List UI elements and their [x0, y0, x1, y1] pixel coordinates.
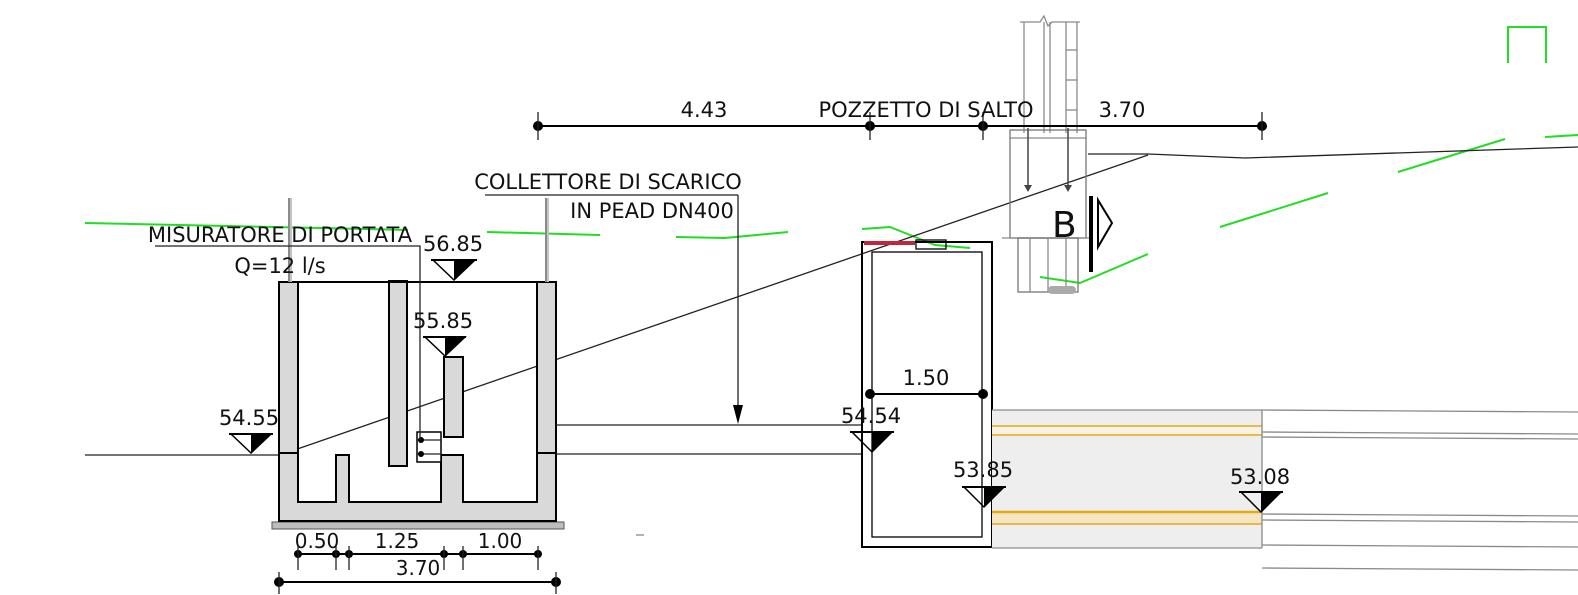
flow-meter-chamber — [271, 198, 565, 530]
elevation-54-54: 54.54 — [841, 404, 901, 428]
elevation-marker-55-85: 55.85 — [413, 309, 473, 358]
embankment-lines — [85, 146, 1578, 456]
elevation-marker-54-54: 54.54 — [841, 404, 901, 454]
flow-meter-label: MISURATORE DI PORTATA — [148, 223, 413, 247]
terrain-lines — [84, 26, 1578, 285]
drop-chamber-label: POZZETTO DI SALTO — [818, 98, 1033, 122]
elevation-marker-54-55: 54.55 — [219, 406, 279, 455]
dim-3-70-bottom: 3.70 — [396, 556, 441, 580]
chamber-width-dimension: 1.50 — [865, 366, 988, 399]
elevation-55-85: 55.85 — [413, 309, 473, 333]
elevation-marker-53-08: 53.08 — [1230, 465, 1290, 514]
dim-3-70-top: 3.70 — [1099, 98, 1146, 122]
bottom-dimensions: 0.50 1.25 1.00 3.70 — [274, 529, 561, 594]
dim-1-00: 1.00 — [478, 529, 523, 553]
collector-label-line2: IN PEAD DN400 — [570, 199, 734, 223]
elevation-53-85: 53.85 — [953, 458, 1013, 482]
elevation-54-55: 54.55 — [219, 406, 279, 430]
flow-rate-label: Q=12 l/s — [234, 254, 325, 278]
label-leaders — [155, 194, 743, 440]
elevation-56-85: 56.85 — [423, 232, 483, 256]
section-mark-b: B — [1052, 196, 1114, 272]
connecting-pipe — [556, 424, 862, 455]
dim-1-25: 1.25 — [375, 529, 420, 553]
dim-1-50: 1.50 — [903, 366, 950, 390]
collector-label-line1: COLLETTORE DI SCARICO — [474, 170, 742, 194]
section-mark-letter: B — [1052, 205, 1077, 246]
elevation-marker-56-85: 56.85 — [423, 232, 483, 282]
elevation-markers: 56.85 55.85 54.55 54.54 53.85 — [219, 232, 1290, 514]
elevation-marker-53-85: 53.85 — [953, 458, 1013, 509]
elevation-53-08: 53.08 — [1230, 465, 1290, 489]
dim-0-50: 0.50 — [295, 529, 340, 553]
top-dimension: 4.43 3.70 POZZETTO DI SALTO — [533, 98, 1267, 140]
outlet-pipe — [992, 409, 1578, 571]
text-labels: MISURATORE DI PORTATA Q=12 l/s COLLETTOR… — [148, 170, 742, 278]
dim-4-43: 4.43 — [681, 98, 728, 122]
pier-structure — [1002, 14, 1092, 294]
